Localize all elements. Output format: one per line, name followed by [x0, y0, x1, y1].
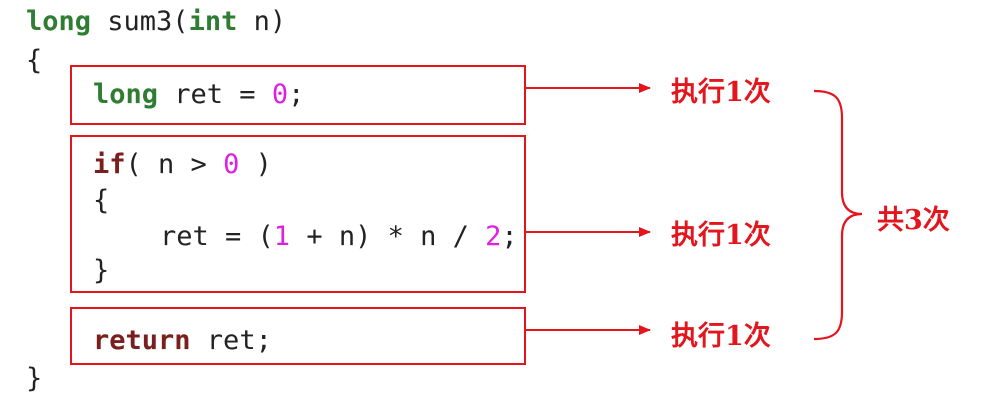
code-line-inner-open: { — [93, 184, 109, 218]
open-brace: { — [26, 45, 43, 76]
assign-end: ; — [501, 221, 518, 252]
annotation-exec-1: 执行1次 — [671, 77, 771, 108]
number-two: 2 — [485, 221, 502, 252]
annotation-exec-2: 执行1次 — [671, 220, 771, 251]
code-line-assign: ret = (1 + n) * n / 2; — [160, 220, 518, 254]
code-line-close-brace: } — [26, 362, 42, 396]
keyword-if: if — [93, 149, 126, 180]
keyword-long-decl: long — [93, 79, 159, 110]
code-line-inner-close: } — [93, 254, 109, 288]
return-rest: ret; — [190, 325, 272, 356]
code-line-if: if( n > 0 ) — [93, 148, 272, 182]
param-rest: n) — [237, 6, 287, 37]
code-line-signature: long sum3(int n) — [26, 5, 286, 39]
code-line-open-brace: { — [26, 44, 42, 78]
keyword-int: int — [188, 6, 238, 37]
box-declaration — [70, 65, 526, 125]
box-return — [70, 307, 526, 365]
assign-lead: ret = ( — [160, 221, 274, 252]
inner-open-brace: { — [93, 185, 110, 216]
box-if-block — [70, 135, 526, 293]
keyword-long: long — [26, 6, 92, 37]
inner-close-brace: } — [93, 255, 110, 286]
annotation-total: 共3次 — [877, 205, 950, 236]
assign-mid: + n) * n / — [290, 221, 486, 252]
number-zero-if: 0 — [223, 149, 240, 180]
keyword-return: return — [93, 325, 191, 356]
code-line-return: return ret; — [93, 324, 272, 358]
code-line-decl: long ret = 0; — [93, 78, 304, 112]
annotation-exec-3: 执行1次 — [671, 321, 771, 352]
function-name: sum3( — [91, 6, 189, 37]
if-cond-b: ) — [239, 149, 272, 180]
curly-brace — [813, 89, 863, 341]
number-zero: 0 — [271, 79, 289, 110]
decl-rest: ret = — [158, 79, 272, 110]
number-one: 1 — [273, 221, 291, 252]
if-cond-a: ( n > — [125, 149, 224, 180]
decl-end: ; — [288, 79, 305, 110]
close-brace: } — [26, 363, 43, 394]
